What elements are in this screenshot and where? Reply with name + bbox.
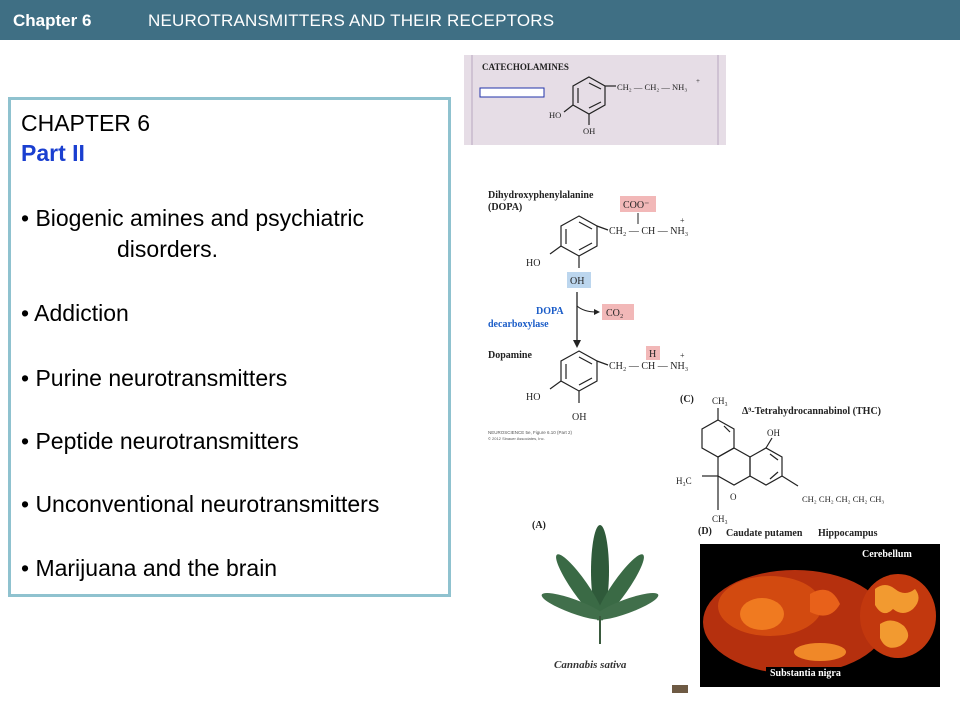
substantia-label-box: Substantia nigra [766, 667, 874, 682]
dopa-ring [549, 215, 609, 268]
brain-panel-label: (D) [698, 526, 712, 537]
cannabis-panel-label: (A) [532, 520, 546, 531]
dopamine-ho: HO [526, 392, 540, 403]
coo-highlight [620, 196, 656, 212]
co2-highlight [602, 304, 634, 320]
thc-oxygen: O [730, 492, 737, 502]
dopamine-chain: CH₂ — CH — NH₃ [609, 361, 688, 372]
cannabis-caption: Cannabis sativa [554, 659, 627, 671]
outline-item-biogenic: • Biogenic amines and psychiatric [21, 205, 365, 231]
cannabis-figure: (A) Cannabis sativa [532, 520, 659, 671]
catecholamines-background [464, 55, 726, 145]
chapter-heading: CHAPTER 6 [21, 110, 151, 136]
catecholamine-chain: CH₂ — CH₂ — NH₃ [617, 82, 687, 92]
slide-header: Chapter 6 NEUROTRANSMITTERS AND THEIR RE… [0, 0, 960, 40]
co2-label: CO₂ [606, 308, 623, 319]
thc-ring-system [701, 408, 799, 510]
catecholamines-figure: CATECHOLAMINES CH₂ — CH₂ — NH₃ + HO OH [464, 55, 726, 145]
catechol-ring [563, 76, 616, 125]
dopa-title: Dihydroxyphenylalanine [488, 190, 594, 201]
brain-autoradiograph [703, 570, 936, 674]
outline-text-box[interactable]: CHAPTER 6 Part II • Biogenic amines and … [8, 97, 451, 597]
thc-ch3-top: CH₃ [712, 396, 728, 406]
cerebellum-label-box: Cerebellum [858, 548, 928, 562]
dopa-ho: HO [526, 258, 540, 269]
outline-item-unconventional: • Unconventional neurotransmitters [21, 491, 380, 517]
outline-item-biogenic-cont: disorders. [117, 236, 218, 262]
dopa-coo: COO⁻ [623, 200, 649, 211]
part-heading: Part II [21, 140, 85, 166]
dopa-charge: + [680, 216, 685, 225]
thc-figure: (C) Δ⁹-Tetrahydrocannabinol (THC) CH₃ OH… [676, 394, 884, 524]
enzyme-name-cont: decarboxylase [488, 319, 549, 330]
catecholamine-charge: + [696, 77, 700, 85]
dopamine-h: H [649, 349, 656, 360]
thc-title: Δ⁹-Tetrahydrocannabinol (THC) [742, 406, 881, 417]
substantia-label: Substantia nigra [770, 668, 841, 679]
thc-panel-label: (C) [680, 394, 694, 405]
figure-copyright: © 2012 Sinauer Associates, Inc. [488, 436, 545, 441]
dopa-chain: CH₂ — CH — NH₃ [609, 226, 688, 237]
thc-side-chain: CH₂ CH₂ CH₂ CH₂ CH₃ [802, 494, 884, 504]
enzyme-name: DOPA [536, 306, 564, 317]
catecholamine-ho: HO [549, 110, 561, 120]
brain-figure: (D) Caudate putamen Hippocampus Cerebell… [696, 522, 946, 690]
h-highlight [646, 346, 660, 360]
outline-item-purine: • Purine neurotransmitters [21, 365, 288, 391]
hippocampus-label: Hippocampus [818, 528, 878, 539]
brain-image [700, 544, 940, 687]
outline-item-addiction: • Addiction [21, 300, 129, 326]
slide-title: NEUROTRANSMITTERS AND THEIR RECEPTORS [148, 11, 555, 30]
co2-release-arrow [576, 305, 597, 313]
figure-source: NEUROSCIENCE 5e, Figure 6.10 (Part 2) [488, 430, 573, 435]
thc-h3c: H₃C [676, 476, 692, 486]
dopa-to-dopamine-figure: Dihydroxyphenylalanine (DOPA) COO⁻ CH₂ —… [488, 190, 688, 441]
dopamine-title: Dopamine [488, 350, 532, 361]
oh-highlight [567, 272, 591, 288]
slide-marker [672, 685, 688, 693]
outline-item-marijuana: • Marijuana and the brain [21, 555, 278, 581]
dopamine-charge: + [680, 351, 685, 360]
highlight-box [479, 87, 545, 98]
cannabis-leaf-icon [541, 525, 659, 644]
outline-item-peptide: • Peptide neurotransmitters [21, 428, 299, 454]
dopamine-oh: OH [572, 412, 586, 423]
catecholamines-title: CATECHOLAMINES [482, 62, 569, 72]
caudate-label: Caudate putamen [726, 528, 803, 539]
thc-ch3-bottom: CH₃ [712, 514, 728, 524]
cerebellum-label: Cerebellum [862, 549, 912, 560]
chapter-label: Chapter 6 [13, 11, 92, 30]
dopa-oh: OH [570, 276, 584, 287]
dopa-abbrev: (DOPA) [488, 202, 522, 213]
catecholamine-oh: OH [583, 126, 595, 136]
thc-oh: OH [767, 428, 780, 438]
dopamine-ring [549, 350, 609, 403]
